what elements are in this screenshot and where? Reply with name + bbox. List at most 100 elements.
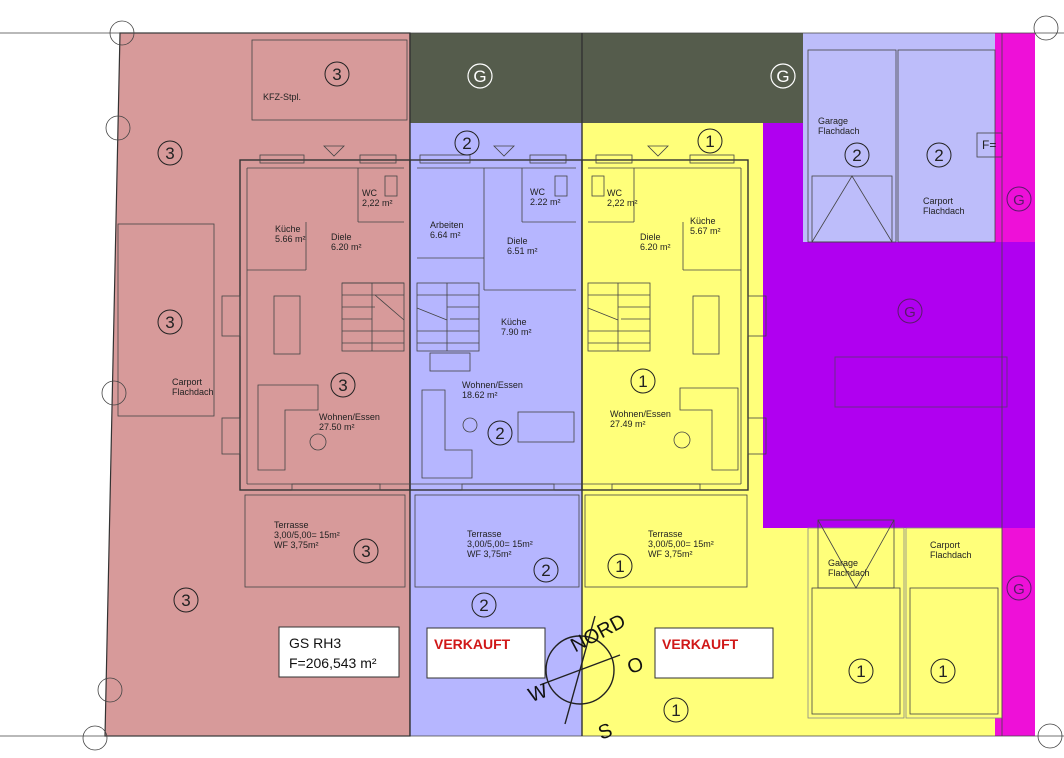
gs-rh3-area: F=206,543 m² bbox=[289, 655, 377, 671]
window bbox=[419, 154, 471, 164]
stair-rh3-steps bbox=[342, 283, 405, 351]
badge-number: 3 bbox=[361, 542, 370, 561]
compass-east: O bbox=[624, 653, 646, 679]
window bbox=[359, 154, 397, 164]
plot-number-badge: G bbox=[1006, 186, 1032, 212]
toilet-rh2 bbox=[554, 175, 568, 197]
badge-circle bbox=[770, 63, 796, 89]
badge-number: 1 bbox=[705, 132, 714, 151]
survey-marker bbox=[82, 725, 108, 751]
carport-bottom-inner bbox=[909, 587, 999, 715]
plot-number-badge: 2 bbox=[454, 130, 480, 156]
badge-number: G bbox=[473, 67, 486, 86]
plot-number-badge: 1 bbox=[848, 658, 874, 684]
compass-ring bbox=[545, 635, 615, 705]
side-bay bbox=[221, 295, 241, 337]
plot-number-badge: 1 bbox=[663, 697, 689, 723]
plot-number-badge: 3 bbox=[324, 61, 350, 87]
badge-circle bbox=[467, 63, 493, 89]
gs-rh3-box bbox=[278, 626, 400, 678]
plot-number-badge: 1 bbox=[607, 553, 633, 579]
plot-number-badge: G bbox=[467, 63, 493, 89]
toilet-rh1 bbox=[591, 175, 605, 197]
badge-number: G bbox=[904, 304, 916, 321]
plot-number-badge: 2 bbox=[471, 592, 497, 618]
badge-number: G bbox=[1013, 581, 1025, 598]
stair-rh1-steps bbox=[587, 283, 650, 351]
plot-number-badge: G bbox=[897, 298, 923, 324]
badge-circle bbox=[324, 61, 350, 87]
badge-number: 2 bbox=[462, 134, 471, 153]
survey-marker bbox=[105, 115, 131, 141]
badge-circle bbox=[471, 592, 497, 618]
badge-circle bbox=[157, 140, 183, 166]
badge-circle bbox=[330, 372, 356, 398]
plot-number-badge: G bbox=[770, 63, 796, 89]
f-box bbox=[976, 132, 1003, 158]
garage-area-top bbox=[803, 33, 995, 242]
plant-rh2 bbox=[462, 417, 478, 433]
badge-circle bbox=[353, 538, 379, 564]
badge-number: 1 bbox=[638, 372, 647, 391]
plot-number-badge: 1 bbox=[697, 128, 723, 154]
carport-top bbox=[897, 49, 996, 243]
badge-number: 2 bbox=[541, 561, 550, 580]
sofa-rh3 bbox=[257, 384, 319, 471]
plot-number-badge: 2 bbox=[533, 557, 559, 583]
side-bay bbox=[747, 417, 767, 455]
badge-circle bbox=[897, 298, 923, 324]
terrace-rh1 bbox=[584, 494, 748, 588]
badge-circle bbox=[173, 587, 199, 613]
window bbox=[259, 154, 305, 164]
badge-number: 2 bbox=[479, 596, 488, 615]
plant-rh1 bbox=[673, 431, 691, 449]
plot-number-badge: 2 bbox=[926, 142, 952, 168]
kfz-stellplatz bbox=[251, 39, 408, 121]
stair-rh2 bbox=[416, 282, 480, 352]
side-bay bbox=[221, 417, 241, 455]
dining-table-rh1 bbox=[692, 295, 720, 355]
plot-number-badge: 2 bbox=[487, 420, 513, 446]
badge-number: 2 bbox=[852, 146, 861, 165]
badge-circle bbox=[607, 553, 633, 579]
window bbox=[595, 154, 633, 164]
badge-number: 3 bbox=[181, 591, 190, 610]
toilet-rh3 bbox=[384, 175, 398, 197]
stair-rh2-steps bbox=[416, 283, 479, 351]
sofa-rh2 bbox=[421, 389, 473, 479]
badge-number: 2 bbox=[934, 146, 943, 165]
common-area-purple bbox=[763, 123, 1035, 528]
terrace-rh2 bbox=[414, 494, 580, 588]
stair-rh1 bbox=[587, 282, 651, 352]
stair-rh3 bbox=[341, 282, 405, 352]
gs-rh3-title: GS RH3 bbox=[289, 635, 341, 651]
entrance-marker bbox=[647, 145, 669, 157]
side-bay bbox=[747, 295, 767, 337]
badge-circle bbox=[630, 368, 656, 394]
badge-circle bbox=[697, 128, 723, 154]
survey-marker bbox=[101, 380, 127, 406]
sold-rh1-box bbox=[654, 627, 774, 679]
survey-marker bbox=[97, 677, 123, 703]
kfz-label: KFZ-Stpl. bbox=[263, 92, 301, 102]
carport-area-bottom-right bbox=[905, 527, 1003, 719]
plot-number-badge: 3 bbox=[173, 587, 199, 613]
plot-number-badge: G bbox=[1006, 575, 1032, 601]
common-driveway-top bbox=[410, 33, 803, 123]
badge-number: 1 bbox=[938, 662, 947, 681]
window-south bbox=[291, 483, 381, 491]
